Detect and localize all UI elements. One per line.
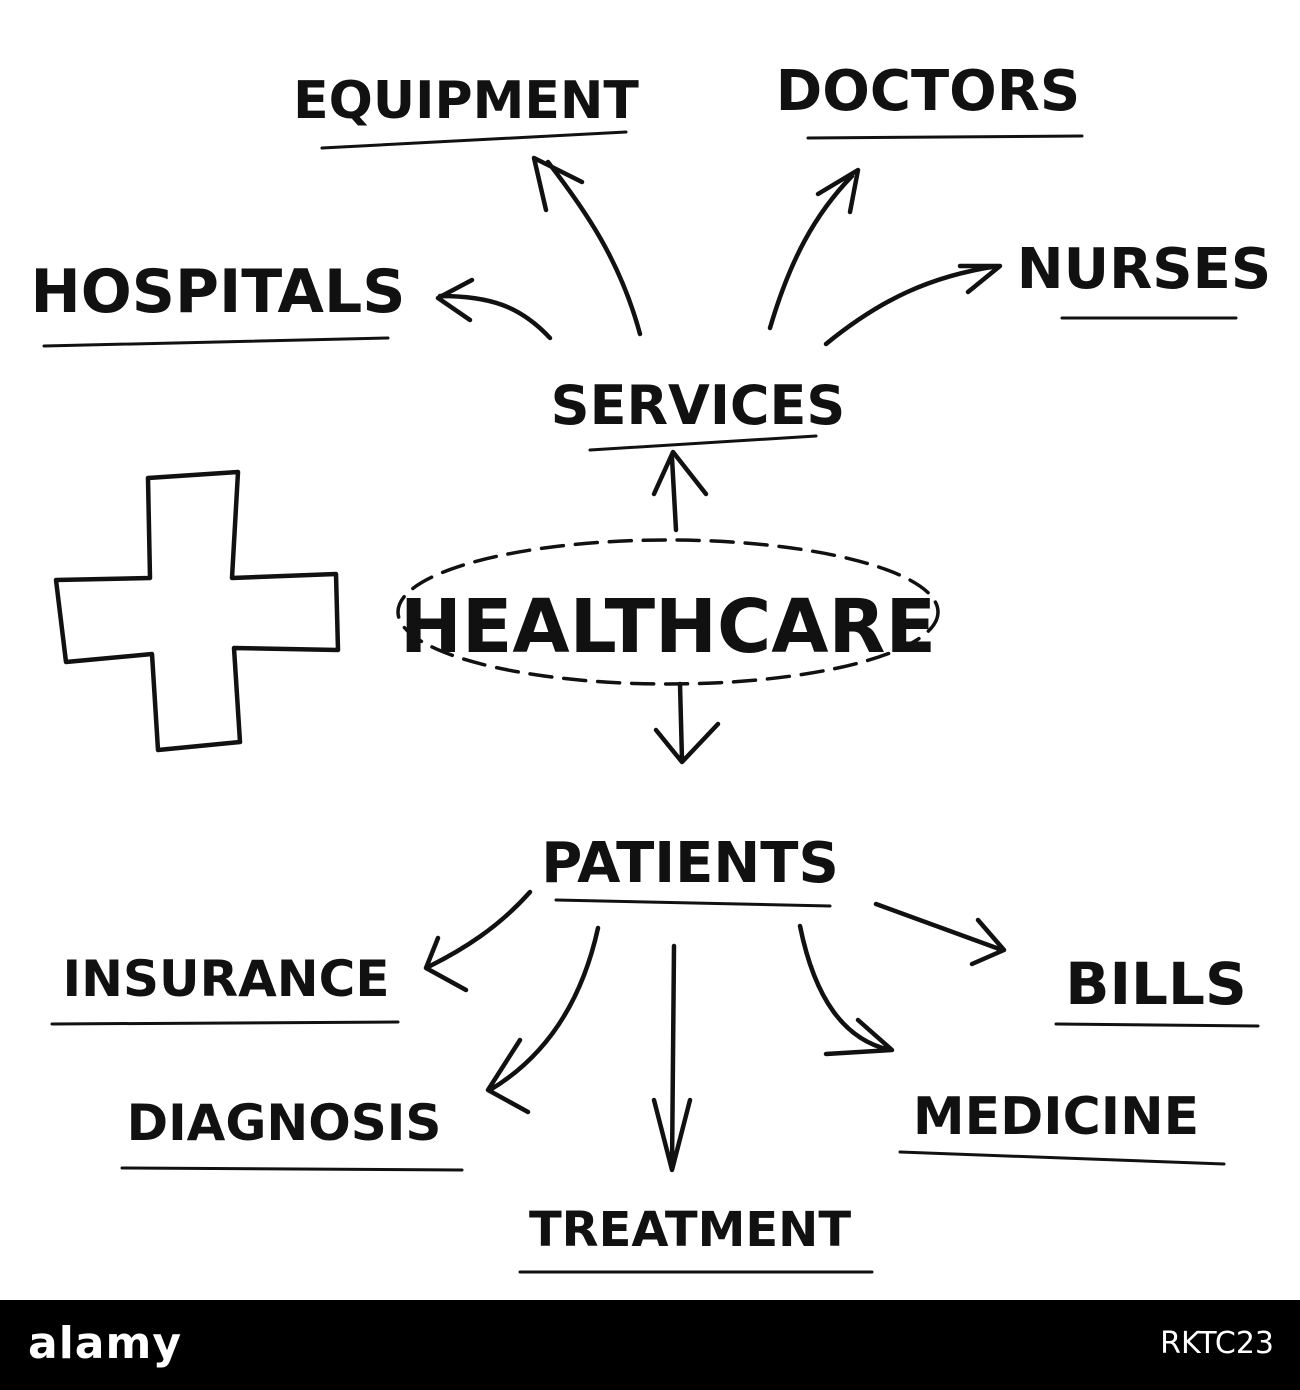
- treatment-label: TREATMENT: [529, 1202, 851, 1258]
- arrow-to-bills: [873, 901, 1007, 967]
- insurance-underline: [50, 1020, 400, 1026]
- hospitals-label: HOSPITALS: [31, 257, 406, 327]
- arrow-to-treatment: [651, 943, 693, 1173]
- hospitals-underline: [42, 336, 390, 348]
- healthcare-label: HEALTHCARE: [400, 584, 936, 670]
- stock-footer-bar: alamy RKTC23: [0, 1300, 1300, 1390]
- arrow-to-medicine: [797, 923, 895, 1057]
- equipment-label: EQUIPMENT: [293, 71, 639, 131]
- diagnosis-underline: [120, 1166, 464, 1172]
- arrow-to-insurance: [423, 889, 533, 993]
- patients-label: PATIENTS: [541, 831, 839, 896]
- arrow-to-patients: [653, 681, 721, 765]
- services-underline: [588, 434, 818, 452]
- mind-map-diagram: HEALTHCARE SERVICES EQUIPMENT DOCTORS HO…: [30, 59, 1272, 1274]
- patients-underline: [554, 898, 832, 908]
- image-id-label: RKTC23: [1160, 1326, 1274, 1361]
- medicine-label: MEDICINE: [913, 1087, 1199, 1147]
- bills-underline: [1054, 1022, 1260, 1028]
- healthcare-dashed-outline: [396, 538, 940, 686]
- medical-cross-icon: [53, 469, 341, 753]
- doctors-label: DOCTORS: [776, 59, 1080, 124]
- arrow-to-equipment: [531, 155, 643, 337]
- diagnosis-label: DIAGNOSIS: [127, 1094, 442, 1152]
- bills-label: BILLS: [1065, 950, 1246, 1018]
- insurance-label: INSURANCE: [63, 950, 390, 1008]
- alamy-logo: alamy: [28, 1318, 182, 1369]
- medicine-underline: [898, 1150, 1226, 1166]
- equipment-underline: [320, 130, 628, 150]
- arrow-to-services: [651, 449, 709, 533]
- doctors-underline: [806, 134, 1084, 140]
- arrow-to-diagnosis: [485, 925, 601, 1115]
- arrow-to-doctors: [767, 167, 861, 331]
- nurses-label: NURSES: [1017, 237, 1271, 302]
- arrow-to-nurses: [823, 263, 1003, 347]
- services-label: SERVICES: [551, 374, 846, 437]
- arrow-to-hospitals: [435, 277, 553, 341]
